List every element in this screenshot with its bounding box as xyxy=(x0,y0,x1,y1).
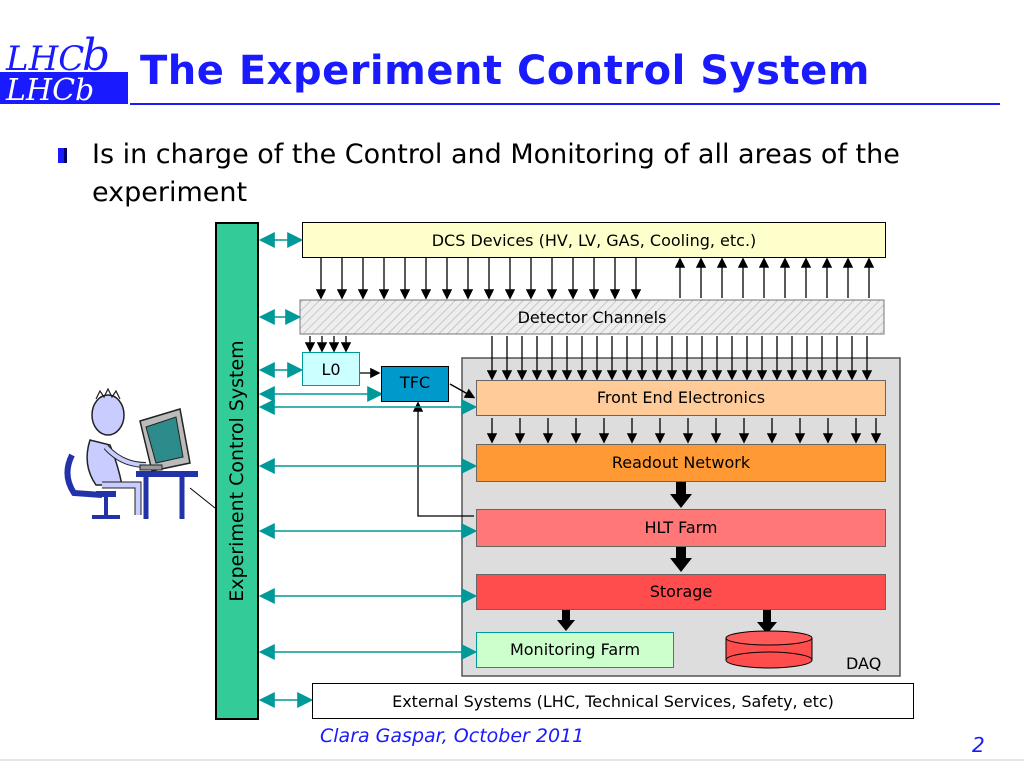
ecs-bar: Experiment Control System xyxy=(215,222,259,720)
svg-text:LHCb: LHCb xyxy=(5,73,94,104)
monitoring-farm-label: Monitoring Farm xyxy=(509,640,641,659)
detector-channels-label-box: Detector Channels xyxy=(300,300,884,334)
hlt-farm-label: HLT Farm xyxy=(644,518,718,537)
daq-label: DAQ xyxy=(846,654,882,673)
detector-channels-label: Detector Channels xyxy=(517,307,667,327)
bullet-square-icon xyxy=(56,146,68,166)
readout-network-label: Readout Network xyxy=(611,453,751,472)
external-systems-box: External Systems (LHC, Technical Service… xyxy=(312,683,914,719)
external-systems-label: External Systems (LHC, Technical Service… xyxy=(392,691,834,711)
lhcb-logo: LHC b LHCb xyxy=(0,12,128,108)
dcs-devices-box: DCS Devices (HV, LV, GAS, Cooling, etc.) xyxy=(302,222,886,258)
front-end-box: Front End Electronics xyxy=(476,380,886,416)
footer-author: Clara Gaspar, October 2011 xyxy=(320,725,585,747)
l0-box: L0 xyxy=(302,352,360,386)
detector-channels-box xyxy=(299,299,885,335)
storage-label: Storage xyxy=(649,582,713,601)
svg-text:b: b xyxy=(82,30,110,81)
svg-text:LHC: LHC xyxy=(5,39,84,79)
readout-network-box: Readout Network xyxy=(476,444,886,482)
dcs-devices-label: DCS Devices (HV, LV, GAS, Cooling, etc.) xyxy=(431,230,757,250)
hlt-farm-box: HLT Farm xyxy=(476,509,886,547)
monitoring-farm-box: Monitoring Farm xyxy=(476,632,674,668)
ecs-label: Experiment Control System xyxy=(226,340,248,602)
bullet-text: Is in charge of the Control and Monitori… xyxy=(92,139,900,208)
front-end-label: Front End Electronics xyxy=(596,388,766,407)
tfc-label: TFC xyxy=(399,373,431,392)
storage-box: Storage xyxy=(476,574,886,610)
slide-title: The Experiment Control System xyxy=(140,48,870,94)
page-number: 2 xyxy=(972,733,985,757)
storage-disk-icon xyxy=(724,630,814,670)
l0-label: L0 xyxy=(321,359,341,379)
tfc-box: TFC xyxy=(381,366,449,402)
operator-at-computer-illustration xyxy=(62,385,202,525)
